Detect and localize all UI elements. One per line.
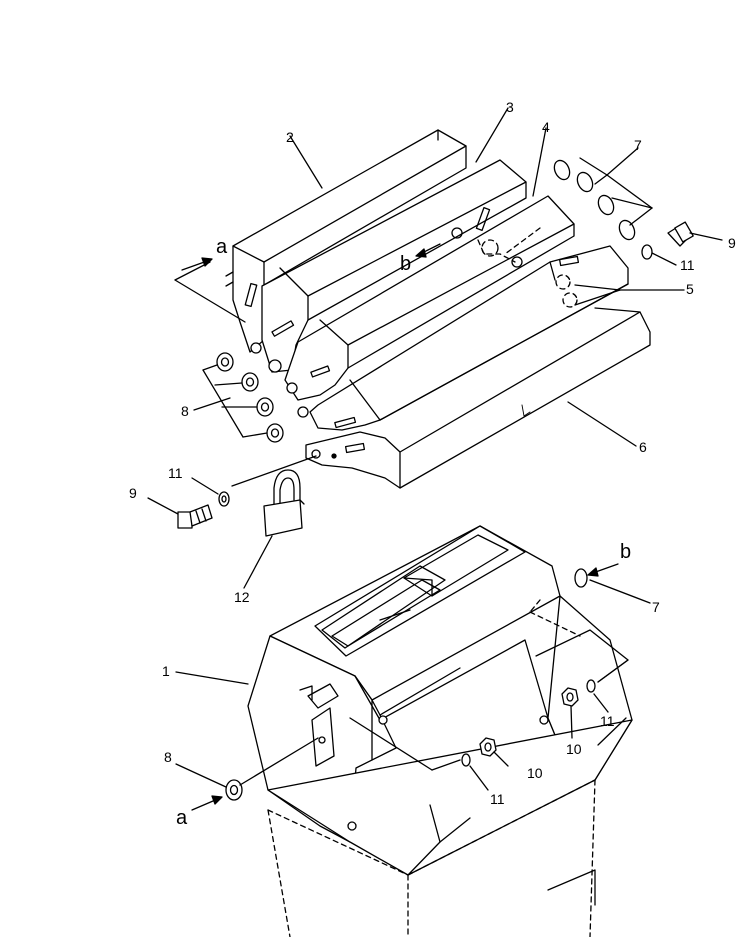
arrow-a-top: [181, 257, 213, 271]
cover-panel-3: [261, 159, 527, 373]
callout-labels: 2 3 4 7 9 11 5 6 8 11 9 12 7 1 11 10 8 1…: [129, 99, 736, 829]
callout-9-left: 9: [129, 485, 137, 501]
nut-10-a: [561, 687, 579, 707]
washer-11-top: [641, 244, 653, 260]
callout-10-b: 10: [527, 765, 543, 781]
padlock-12: [263, 469, 305, 537]
marker-b-top: b: [400, 253, 411, 275]
marker-a-bottom: a: [176, 807, 188, 829]
bolt-9-left: [177, 504, 213, 529]
washer-7-right: [574, 568, 588, 588]
marker-a-top: a: [216, 236, 228, 258]
cab-body-1: [247, 525, 633, 937]
arrow-b-top: [415, 243, 441, 258]
washer-set-7-top: [553, 159, 636, 241]
cover-panel-4: [284, 195, 575, 401]
callout-7-top: 7: [634, 137, 642, 153]
washer-11-left: [218, 491, 230, 507]
callout-6: 6: [639, 439, 647, 455]
callout-11-mid: 11: [490, 791, 505, 807]
callout-11-top: 11: [680, 257, 695, 273]
washer-8-bottom: [225, 779, 243, 801]
cover-panel-5: [297, 245, 629, 431]
callout-8-left: 8: [181, 403, 189, 419]
callout-9-right: 9: [728, 235, 736, 251]
callout-4: 4: [542, 119, 550, 135]
arrow-a-bottom: [191, 795, 223, 811]
callout-12: 12: [234, 589, 250, 605]
marker-b-right: b: [620, 541, 631, 563]
bolt-9-right: [667, 221, 694, 247]
nut-10-b: [479, 737, 497, 757]
arrow-b-right: [587, 563, 619, 577]
washer-11-mid: [461, 753, 471, 767]
washer-11-right: [586, 679, 596, 693]
callout-3: 3: [506, 99, 514, 115]
callout-7-side: 7: [652, 599, 660, 615]
cover-panel-6: [305, 307, 651, 489]
washer-set-8-left: [216, 352, 284, 443]
callout-5: 5: [686, 281, 694, 297]
callout-10-a: 10: [566, 741, 582, 757]
callout-8-bottom: 8: [164, 749, 172, 765]
callout-2: 2: [286, 129, 294, 145]
callout-11-right: 11: [600, 713, 615, 729]
callout-1: 1: [162, 663, 170, 679]
callout-11-left: 11: [168, 465, 183, 481]
